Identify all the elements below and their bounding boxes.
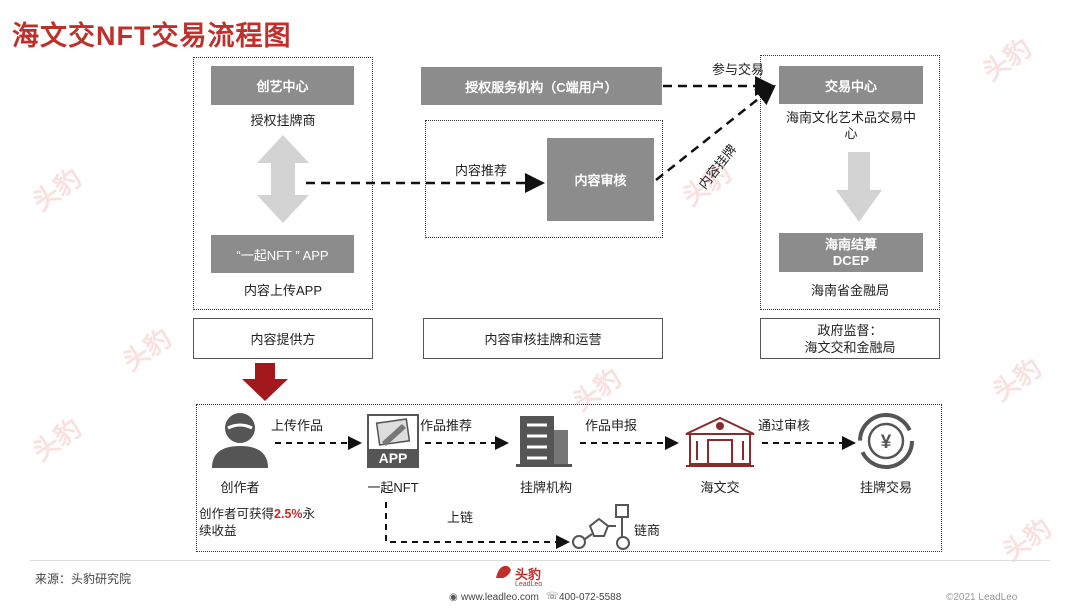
big-down-arrow-icon [242,363,288,401]
footer-divider [30,560,1050,561]
finance-bureau-label: 海南省金融局 [810,283,889,298]
chain-merchant-label: 链商 [634,523,661,538]
step-pass-label: 通过审核 [758,418,810,433]
recommend-label: 内容推荐 [454,163,507,178]
creator-note-prefix: 创作者可获得 [199,507,275,521]
creator-label: 创作者 [220,480,260,495]
institution-label: 挂牌机构 [519,480,572,495]
step-chain-label: 上链 [447,510,473,525]
hainan-clearing-block: 海南结算 DCEP [779,233,923,272]
double-arrow-icon [257,135,309,223]
listing-arrow [655,84,776,181]
app-badge: APP [379,450,408,466]
down-arrow-icon [836,152,882,222]
phone-icon: ☏ [546,591,559,602]
content-provider-caption: 内容提供方 [193,318,373,359]
website-link[interactable]: www.leadleo.com [461,592,539,603]
exchange-center-block: 交易中心 [779,66,923,104]
page-title: 海文交NFT交易流程图 [12,21,292,51]
phone-number: 400-072-5588 [559,592,622,603]
copyright: ©2021 LeadLeo [946,592,1018,603]
website-icon: ◉ [449,592,458,603]
hwj-label: 海文交 [700,480,740,495]
leadleo-logo-icon [496,565,511,578]
royalty-percent: 2.5% [274,507,303,521]
gov-supervision-caption: 政府监督： 海文交和金融局 [760,318,940,359]
creator-icon [212,413,268,468]
creator-note: 创作者可获得2.5%永续收益 [199,506,324,540]
yen-symbol: ¥ [881,432,892,453]
participate-label: 参与交易 [712,62,764,77]
creator-note-suffix: 永续收益 [199,507,316,538]
content-review-block: 内容审核 [547,138,654,221]
chuangyi-center-block: 创艺中心 [211,66,354,105]
step-upload-label: 上传作品 [271,418,323,433]
authorized-lister-label: 授权挂牌商 [250,113,316,128]
blockchain-icon [572,504,630,550]
app-label: 一起NFT [367,480,419,495]
app-icon: APP [367,414,419,468]
step-recommend-label: 作品推荐 [420,418,472,433]
nft-flow-group [196,404,942,552]
yiqi-nft-app-block: “一起NFT ” APP [211,235,354,273]
regulator-group [760,55,940,310]
upload-app-label: 内容上传APP [243,283,322,298]
trade-label: 挂牌交易 [859,480,912,495]
auth-service-block: 授权服务机构（C端用户） [421,67,662,105]
exchange-building-icon [685,416,755,467]
review-group [425,120,663,238]
yen-cycle-icon: ¥ [858,413,914,469]
building-icon [516,416,572,467]
hainan-exchange-label: 海南文化艺术品交易中心 [785,110,916,141]
review-ops-caption: 内容审核挂牌和运营 [423,318,663,359]
step-report-label: 作品申报 [585,418,637,433]
source-note: 来源：头豹研究院 [35,572,132,586]
brand-name-en: LeadLeo [515,581,543,588]
brand-name: 头豹 [515,567,542,582]
